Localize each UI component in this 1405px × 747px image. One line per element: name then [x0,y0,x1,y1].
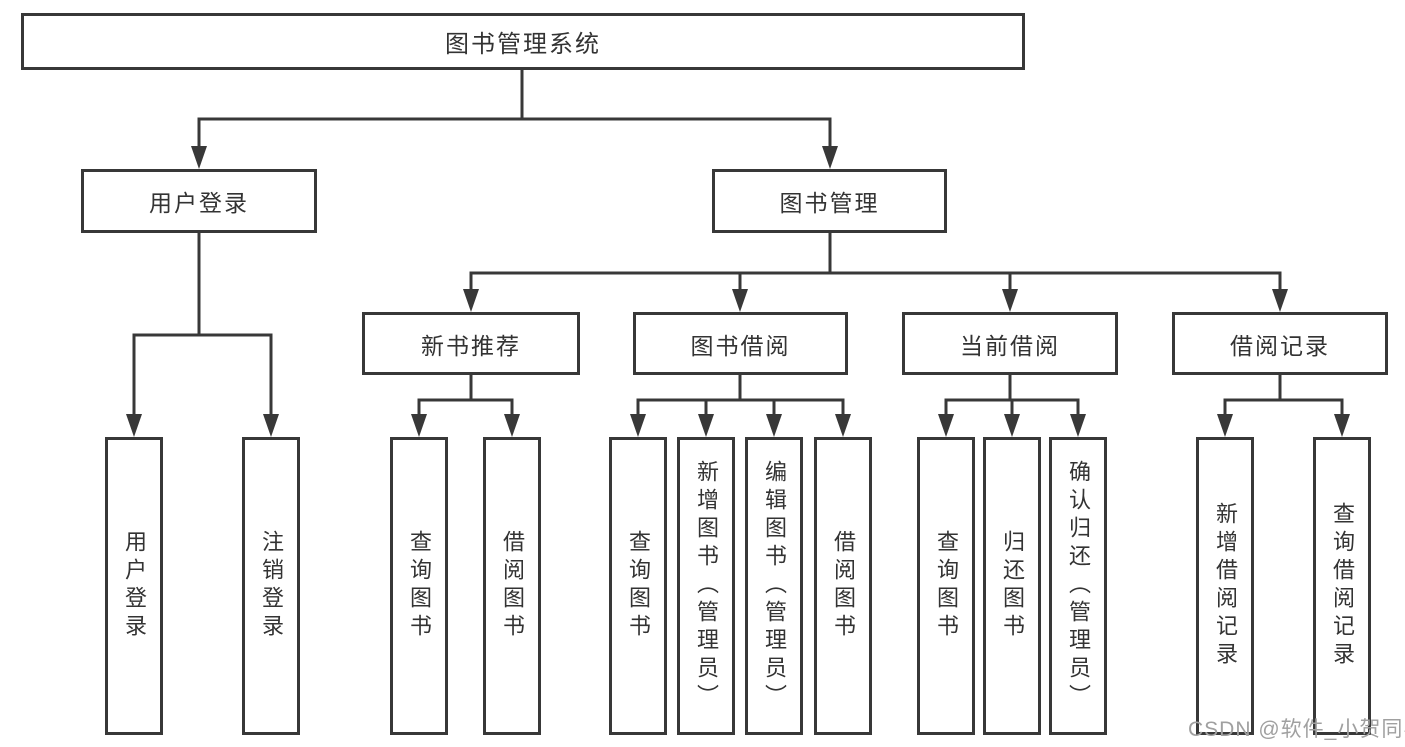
leaf-label: 确认归还（管理员） [1066,460,1091,712]
leaf-label: 查询借阅记录 [1330,502,1355,670]
node-new-book-recommend: 新书推荐 [362,312,580,375]
leaf-return-book: 归还图书 [983,437,1041,735]
leaf-label: 查询图书 [626,530,651,642]
leaf-label: 查询图书 [407,530,432,642]
leaf-query-book-borrow: 查询图书 [609,437,667,735]
node-user-login-label: 用户登录 [149,190,249,216]
leaf-label: 查询图书 [934,530,959,642]
node-user-login: 用户登录 [81,169,317,233]
node-root: 图书管理系统 [21,13,1025,70]
node-borrow-record: 借阅记录 [1172,312,1388,375]
node-root-label: 图书管理系统 [445,31,601,58]
node-new-book-recommend-label: 新书推荐 [421,332,521,359]
node-book-management-label: 图书管理 [779,190,880,216]
leaf-query-book-recommend: 查询图书 [390,437,448,735]
leaf-add-book-admin: 新增图书（管理员） [677,437,735,735]
leaf-label: 归还图书 [1000,530,1025,642]
leaf-add-borrow-record: 新增借阅记录 [1196,437,1254,735]
node-book-borrow: 图书借阅 [633,312,848,375]
leaf-borrow-book: 借阅图书 [814,437,872,735]
leaf-label: 借阅图书 [831,530,856,642]
node-borrow-record-label: 借阅记录 [1230,332,1330,359]
leaf-label: 用户登录 [122,530,147,642]
node-book-borrow-label: 图书借阅 [690,332,791,359]
watermark: CSDN @软件_小贺同学 [1188,718,1405,741]
leaf-logout: 注销登录 [242,437,300,735]
leaf-query-borrow-record: 查询借阅记录 [1313,437,1371,735]
node-book-management: 图书管理 [712,169,947,233]
leaf-confirm-return-admin: 确认归还（管理员） [1049,437,1107,735]
leaf-query-book-current: 查询图书 [917,437,975,735]
leaf-borrow-book-recommend: 借阅图书 [483,437,541,735]
leaf-label: 借阅图书 [500,530,525,642]
leaf-user-login: 用户登录 [105,437,163,735]
leaf-label: 新增借阅记录 [1213,502,1238,670]
leaf-label: 新增图书（管理员） [694,460,719,712]
node-current-borrow-label: 当前借阅 [960,332,1060,359]
leaf-label: 编辑图书（管理员） [762,460,787,712]
leaf-label: 注销登录 [259,530,284,642]
leaf-edit-book-admin: 编辑图书（管理员） [745,437,803,735]
node-current-borrow: 当前借阅 [902,312,1118,375]
